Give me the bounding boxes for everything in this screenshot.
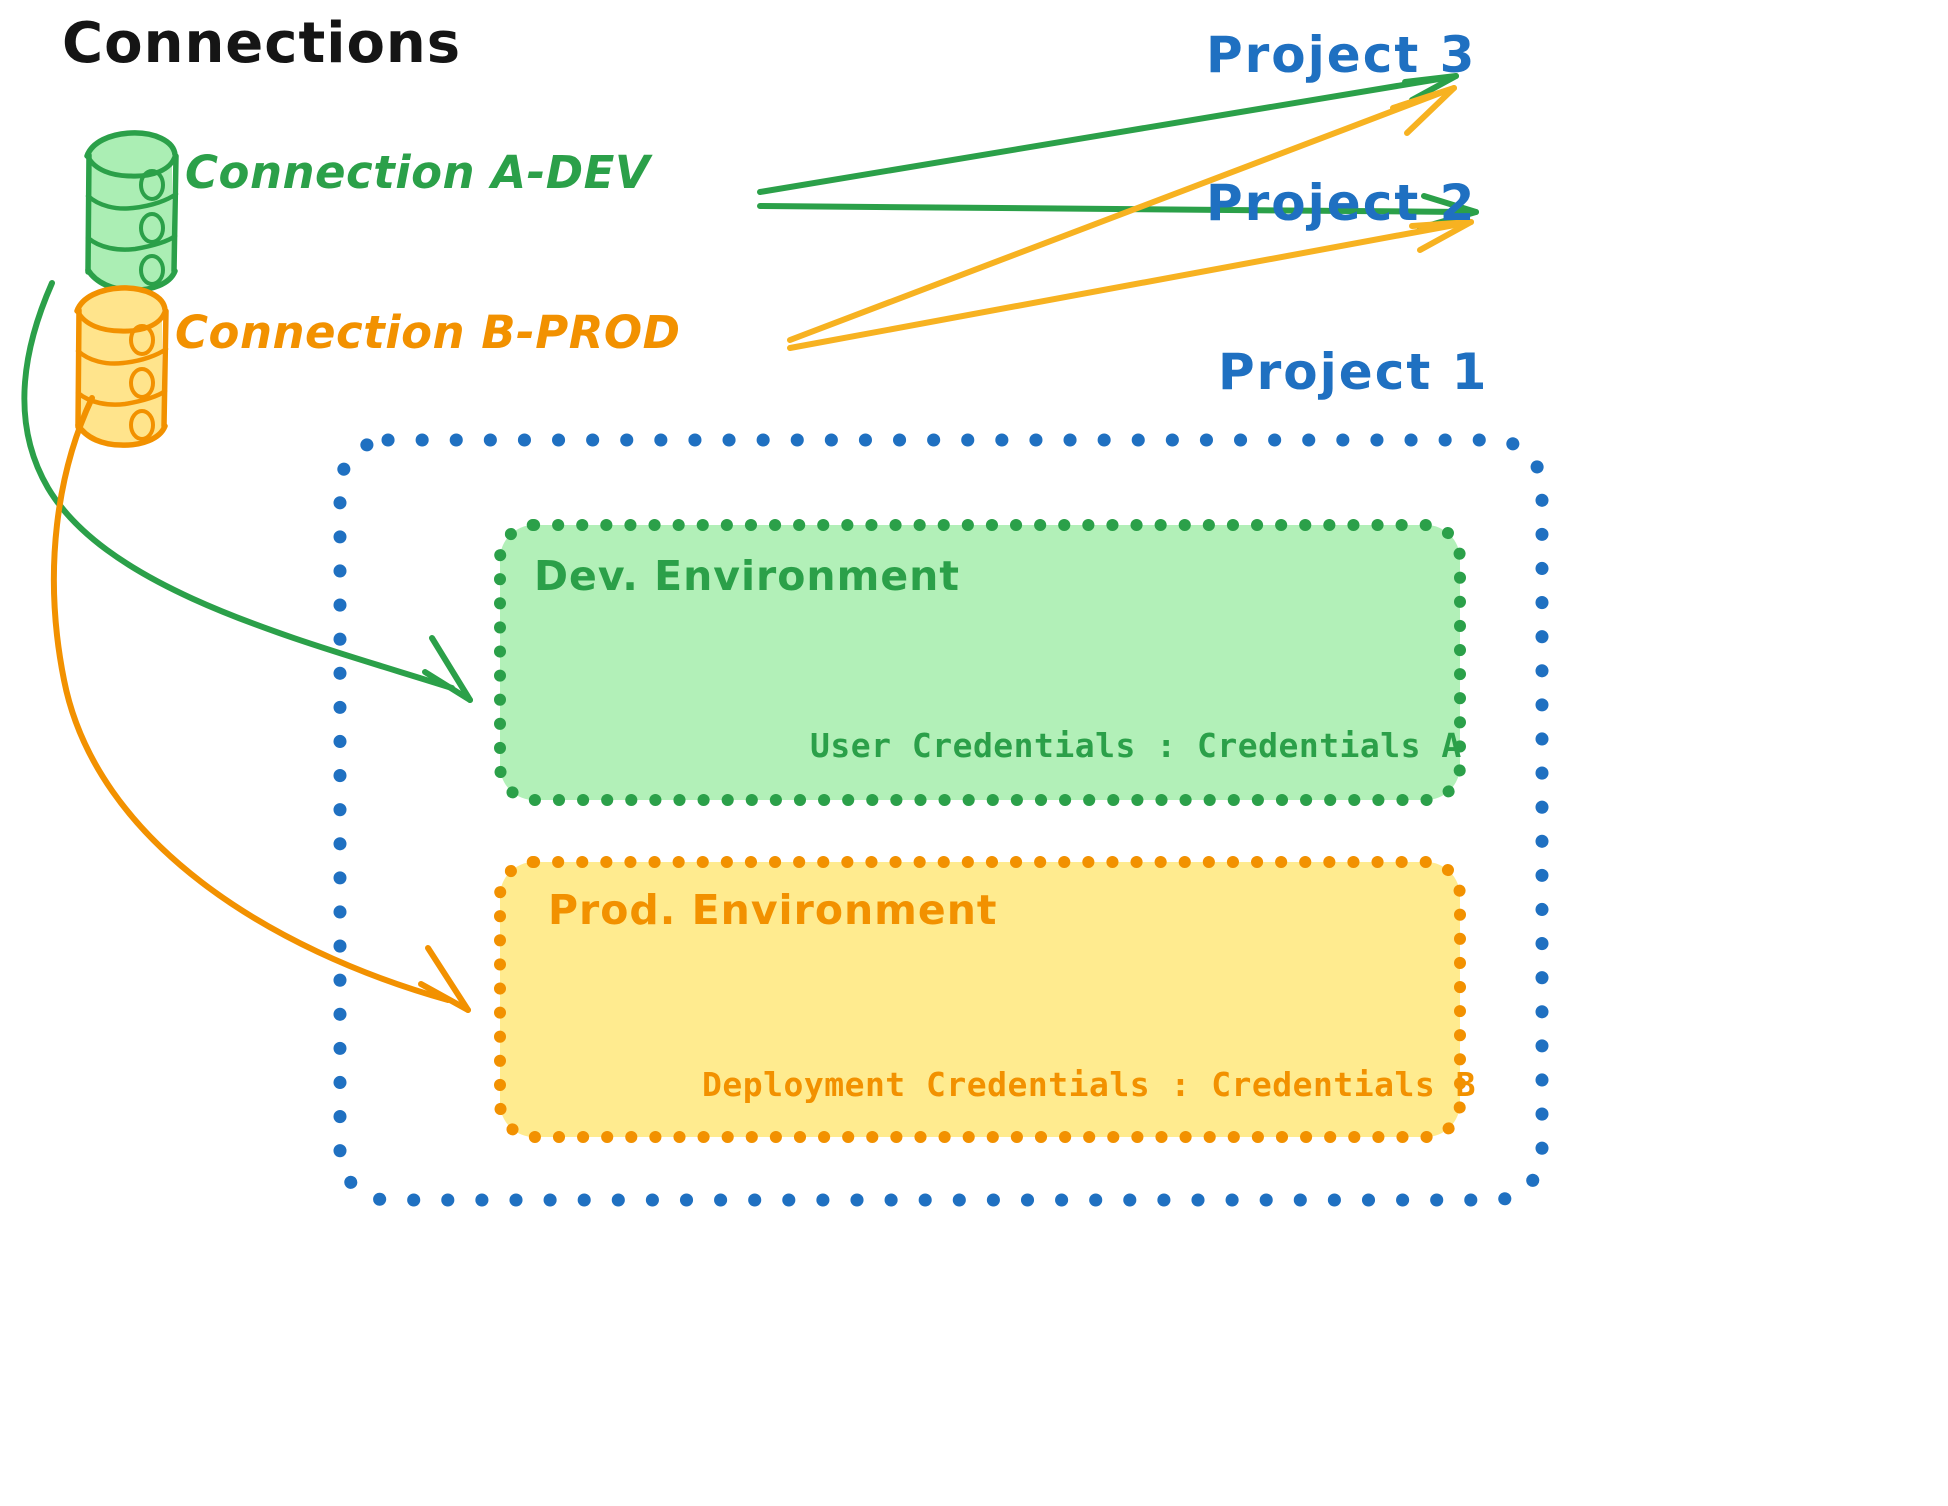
dev-environment-box[interactable] [494,519,1466,806]
edge-b-to-prod-env [50,395,471,1013]
page-title: Connections [62,11,462,76]
prod-environment-box[interactable] [494,856,1466,1143]
prod-environment-title: Prod. Environment [548,886,998,934]
database-cylinder-icon-conn-a[interactable] [84,130,179,293]
project-2-label[interactable]: Project 2 [1206,174,1477,232]
project-3-label[interactable]: Project 3 [1206,26,1477,84]
connection-b-label[interactable]: Connection B-PROD [175,306,681,359]
edge-b-to-project2 [787,219,1474,351]
connection-a-label[interactable]: Connection A-DEV [185,146,651,199]
edge-a-to-project3 [757,73,1459,195]
prod-environment-credentials: Deployment Credentials : Credentials B [702,1065,1476,1104]
project-1-label[interactable]: Project 1 [1218,343,1489,401]
database-cylinder-icon-conn-b[interactable] [74,285,169,448]
edge-b-to-project3 [787,85,1457,343]
edge-a-to-dev-env [21,280,473,703]
dev-environment-title: Dev. Environment [534,552,960,600]
dev-environment-credentials: User Credentials : Credentials A [810,726,1462,765]
